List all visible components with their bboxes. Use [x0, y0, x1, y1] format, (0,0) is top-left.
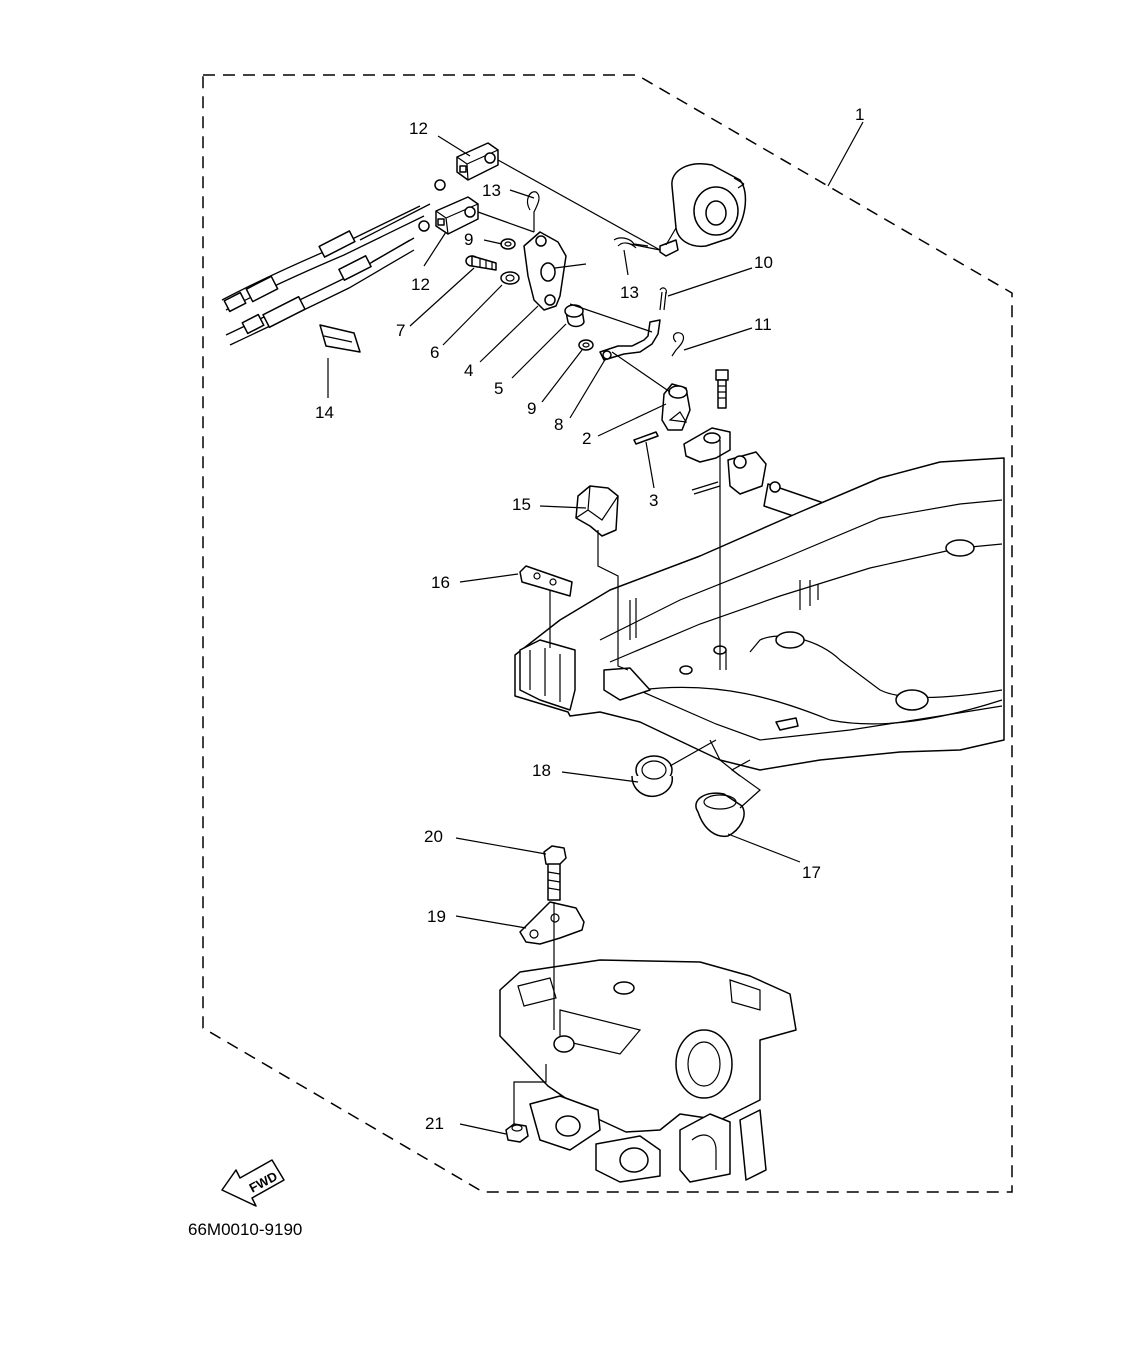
callout-12-upper: 12: [409, 119, 428, 138]
callout-11: 11: [754, 315, 772, 334]
callout-6: 6: [430, 343, 439, 362]
drawing-code: 66M0010-9190: [188, 1220, 302, 1239]
callout-8: 8: [554, 415, 563, 434]
remote-control-cables: [221, 179, 446, 346]
callout-20: 20: [424, 827, 443, 846]
callout-1: 1: [855, 105, 864, 124]
callout-13-upper: 13: [482, 181, 501, 200]
part-11-clip: [671, 332, 685, 357]
callout-2: 2: [582, 429, 591, 448]
part-13-clip-upper: [526, 191, 540, 232]
part-3-pin: [633, 431, 659, 445]
part-9-washer-upper: [500, 238, 516, 250]
part-2-bracket: [661, 383, 691, 431]
cable-nut-top: [434, 179, 446, 191]
callout-17: 17: [802, 863, 821, 882]
assembly-boundary: [202, 74, 1013, 1193]
part-19-bracket: [519, 901, 585, 945]
part-10-pin: [659, 287, 667, 311]
callout-13-lower: 13: [620, 283, 639, 302]
callout-16: 16: [431, 573, 450, 592]
part-20-bolt: [543, 845, 567, 901]
part-6-washer: [500, 271, 520, 285]
assembly-lines: [477, 159, 761, 1124]
callout-9-upper: 9: [464, 230, 473, 249]
callout-10: 10: [754, 253, 773, 272]
part-12-joint-lower: [435, 196, 479, 235]
callout-18: 18: [532, 761, 551, 780]
bottom-cowling: [514, 457, 1005, 777]
callout-3: 3: [649, 491, 658, 510]
callout-9-lower: 9: [527, 399, 536, 418]
part-18-grommet: [631, 755, 674, 798]
part-21-nut: [505, 1123, 529, 1143]
shift-bracket-bolt: [683, 369, 731, 463]
fwd-direction-arrow: FWD: [221, 1159, 285, 1207]
callout-4: 4: [464, 361, 473, 380]
callout-leaders: [327, 121, 864, 1135]
part-5-collar: [564, 304, 585, 328]
swivel-bracket: [499, 959, 797, 1183]
part-13-clip-lower: [613, 237, 649, 249]
part-16-plate: [519, 565, 573, 597]
callout-5: 5: [494, 379, 503, 398]
callout-15: 15: [512, 495, 531, 514]
callout-14: 14: [315, 403, 334, 422]
part-14-clip: [319, 324, 361, 353]
part-9-washer-lower: [578, 339, 594, 351]
part-8-link-rod: [599, 319, 661, 361]
part-17-grommet: [695, 792, 745, 838]
cable-nut-bottom: [418, 220, 430, 232]
callout-12-lower: 12: [411, 275, 430, 294]
part-4-lever: [523, 231, 587, 311]
throttle-cam-assembly: [629, 163, 747, 257]
part-12-joint-upper: [456, 142, 499, 181]
callout-19: 19: [427, 907, 446, 926]
callout-numbers: 1 12 13 9 12 13 10 11 7 6 4 5 9 8 2 3 14…: [315, 105, 864, 1133]
callout-21: 21: [425, 1114, 444, 1133]
callout-7: 7: [396, 321, 405, 340]
part-7-bolt: [465, 255, 497, 271]
part-15-mount: [575, 485, 619, 537]
